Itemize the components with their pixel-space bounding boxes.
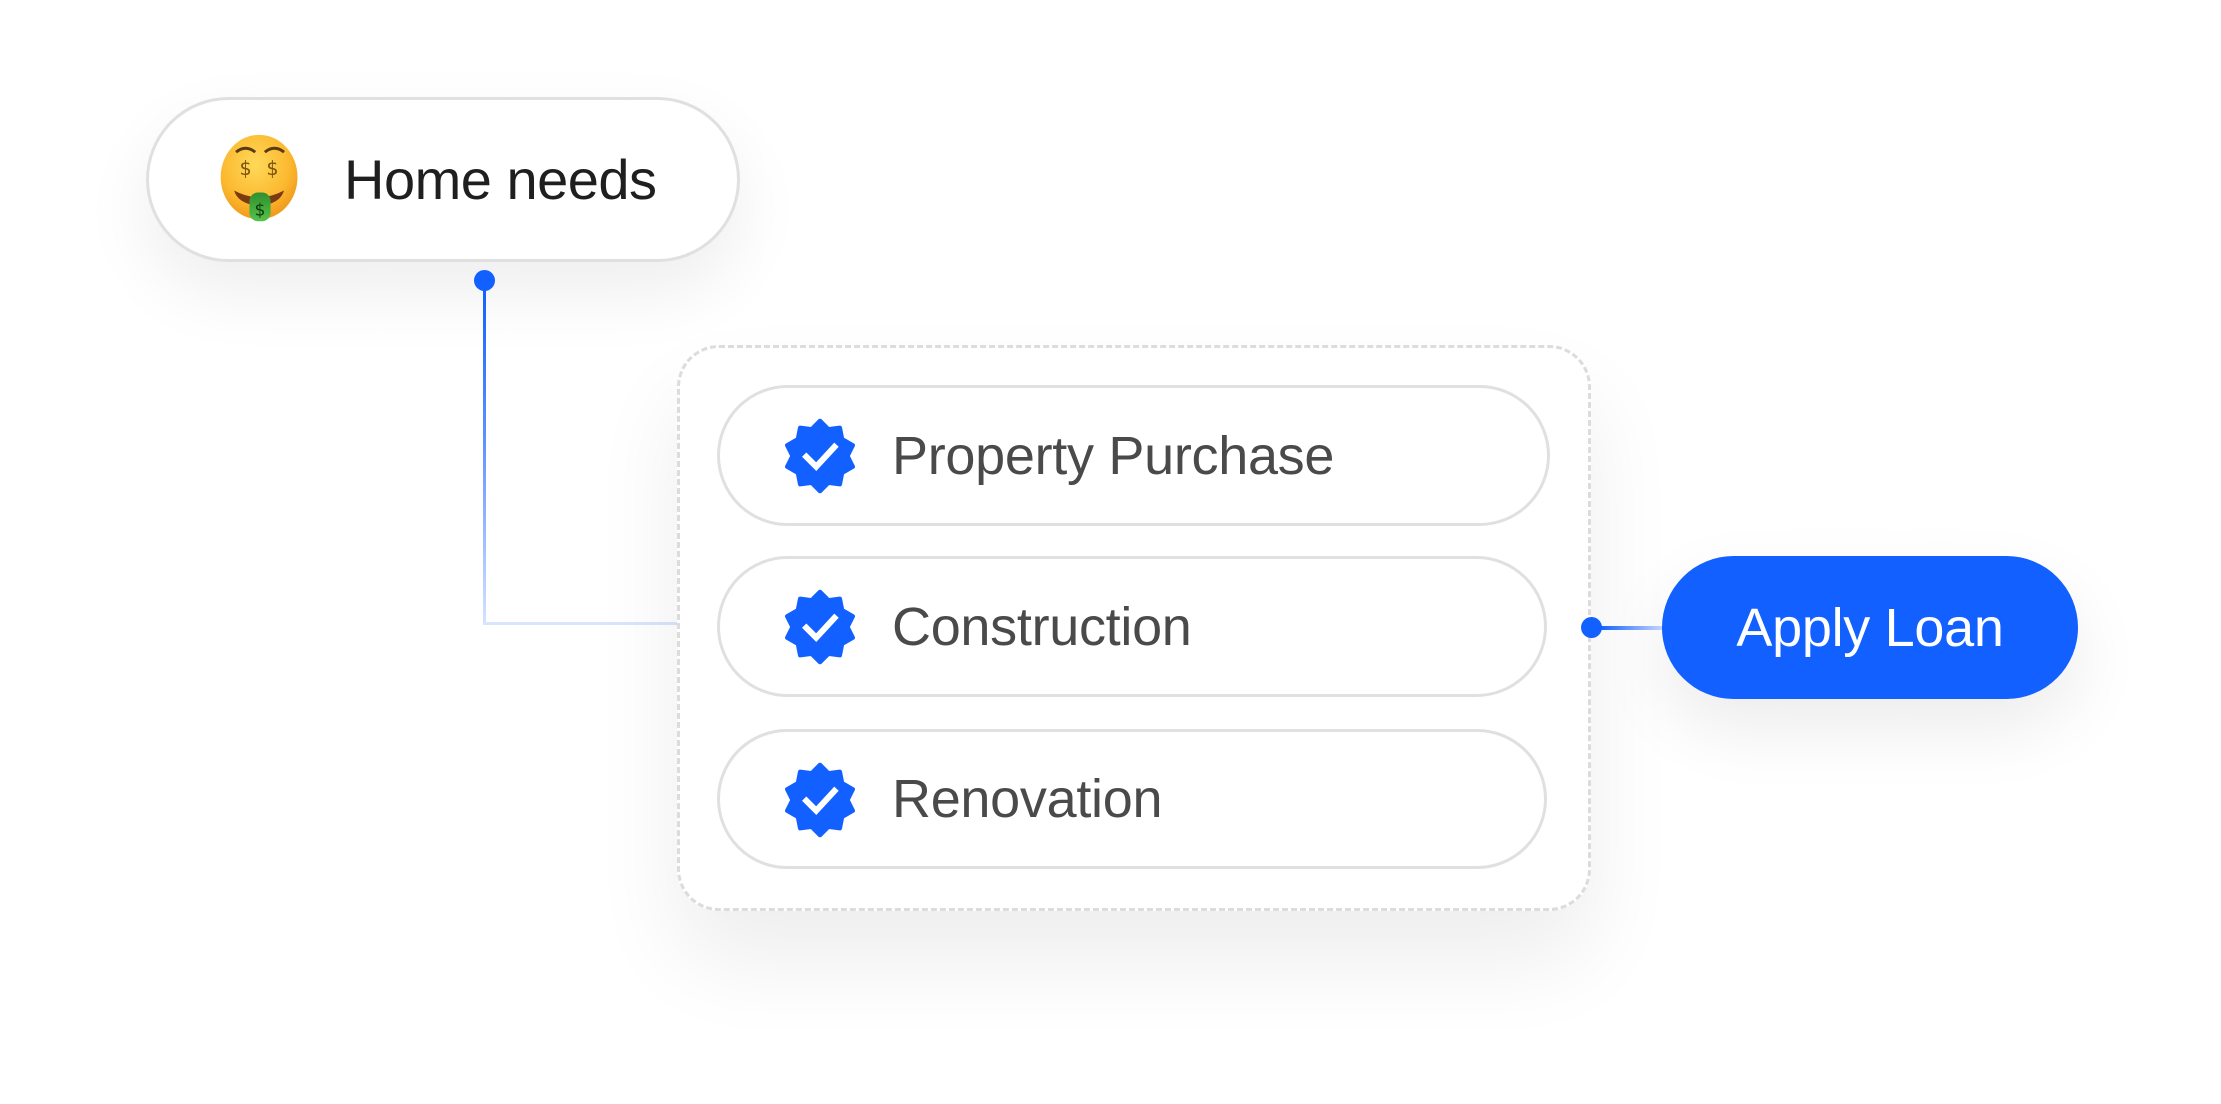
apply-loan-button[interactable]: Apply Loan <box>1662 556 2078 699</box>
option-renovation[interactable]: Renovation <box>717 729 1547 869</box>
option-property-purchase[interactable]: Property Purchase <box>717 385 1550 526</box>
option-label: Renovation <box>892 769 1163 829</box>
svg-text:$: $ <box>255 200 266 220</box>
svg-text:$: $ <box>240 157 252 180</box>
verified-check-badge-icon <box>785 762 855 838</box>
verified-check-badge-icon <box>785 589 855 665</box>
home-needs-label: Home needs <box>344 148 657 211</box>
root-connector-dot <box>474 270 495 291</box>
option-label: Construction <box>892 596 1192 657</box>
svg-text:$: $ <box>266 157 278 180</box>
option-label: Property Purchase <box>892 425 1335 486</box>
root-connector-vertical-line <box>483 288 486 625</box>
option-construction[interactable]: Construction <box>717 556 1547 697</box>
action-connector-line <box>1600 626 1664 630</box>
action-connector-dot <box>1581 617 1602 638</box>
money-mouth-face-icon: $ $ $ <box>220 134 298 222</box>
verified-check-badge-icon <box>785 418 855 494</box>
root-connector-horizontal-line <box>483 622 678 625</box>
home-needs-node[interactable]: $ $ $ Home needs <box>146 97 740 262</box>
apply-loan-label: Apply Loan <box>1736 597 2004 658</box>
